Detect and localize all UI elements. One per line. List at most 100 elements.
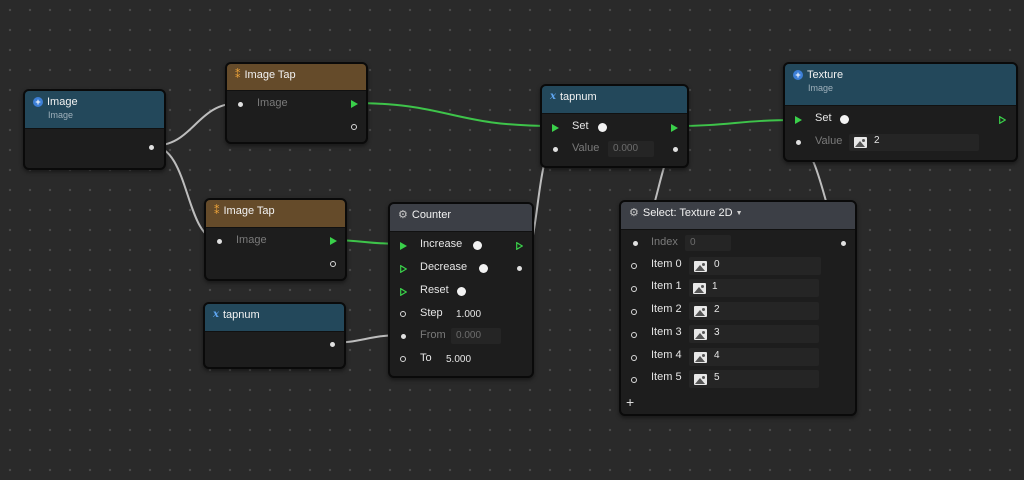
counter-step-label: Step: [420, 307, 443, 319]
tapnum-value-field[interactable]: 0.000: [608, 141, 654, 157]
select-item-2-value: 2: [714, 304, 720, 315]
select-index-field[interactable]: 0: [685, 235, 731, 251]
select-item-1-port[interactable]: [631, 286, 637, 292]
counter-value-output-port[interactable]: [517, 266, 522, 271]
select-item-0-port[interactable]: [631, 263, 637, 269]
counter-from-port[interactable]: [401, 334, 406, 339]
counter-out-exec-port[interactable]: [516, 242, 523, 250]
image-tap-1-input-label: Image: [257, 97, 288, 109]
texture-exec-output[interactable]: [999, 116, 1006, 124]
image-node[interactable]: +Image Image: [23, 89, 166, 170]
tapnum-value-label: Value: [572, 142, 600, 154]
image-tap-2-input-port[interactable]: [217, 239, 222, 244]
counter-increase-label: Increase: [420, 238, 463, 250]
counter-decrease-toggle[interactable]: [479, 264, 488, 273]
texture-value-input-port[interactable]: [796, 140, 801, 145]
tapnum-set-toggle[interactable]: [598, 123, 607, 132]
image-tap-2-title: Image Tap: [223, 205, 275, 218]
image-tap-1-input-port[interactable]: [238, 102, 243, 107]
image-tap-2-header[interactable]: ⁑Image Tap: [206, 200, 345, 228]
image-node-header[interactable]: +Image Image: [25, 91, 164, 129]
tapnum-set-label: Set: [572, 120, 589, 132]
image-icon: [694, 352, 707, 363]
counter-header[interactable]: ⚙Counter: [390, 204, 532, 232]
image-tap-node-2[interactable]: ⁑Image Tap Image: [204, 198, 347, 281]
select-item-3-label: Item 3: [651, 326, 682, 338]
select-index-label: Index: [651, 236, 678, 248]
select-output-port[interactable]: [841, 241, 846, 246]
image-icon: [694, 306, 707, 317]
counter-from-field[interactable]: 0.000: [451, 328, 501, 344]
tapnum-value-output-port[interactable]: [673, 147, 678, 152]
x-variable-icon: x: [550, 91, 556, 103]
x-variable-icon: x: [213, 309, 219, 321]
select-texture-node[interactable]: ⚙Select: Texture 2D▼ Index 0 Item 0 0 It…: [619, 200, 857, 416]
counter-increase-toggle[interactable]: [473, 241, 482, 250]
image-icon: [854, 137, 867, 148]
counter-step-port[interactable]: [400, 311, 406, 317]
select-header[interactable]: ⚙Select: Texture 2D▼: [621, 202, 855, 230]
counter-to-field[interactable]: 5.000: [446, 354, 472, 365]
add-item-button[interactable]: +: [626, 394, 635, 410]
tapnum-variable-output-port[interactable]: [330, 342, 335, 347]
tapnum-value-input-port[interactable]: [553, 147, 558, 152]
tap-icon: ⁑: [214, 204, 220, 217]
select-item-4-value: 4: [714, 350, 720, 361]
select-item-0-field[interactable]: [689, 257, 821, 275]
wire-tapnum-set-to-texture: [673, 119, 797, 127]
texture-set-toggle[interactable]: [840, 115, 849, 124]
texture-set-label: Set: [815, 112, 832, 124]
select-index-input-port[interactable]: [633, 241, 638, 246]
counter-step-field[interactable]: 1.000: [456, 309, 482, 320]
image-tap-1-header[interactable]: ⁑Image Tap: [227, 64, 366, 91]
texture-value-field[interactable]: [849, 134, 979, 151]
plus-circle-icon: +: [33, 97, 43, 108]
select-title: Select: Texture 2D: [642, 207, 733, 220]
select-item-2-field[interactable]: [689, 302, 819, 320]
counter-reset-toggle[interactable]: [457, 287, 466, 296]
select-item-5-value: 5: [714, 372, 720, 383]
image-node-output-port[interactable]: [149, 145, 154, 150]
gear-icon: ⚙: [398, 208, 408, 221]
image-node-title: Image: [47, 96, 78, 109]
select-item-4-field[interactable]: [689, 348, 819, 366]
select-item-2-port[interactable]: [631, 309, 637, 315]
select-item-5-field[interactable]: [689, 370, 819, 388]
select-item-4-port[interactable]: [631, 355, 637, 361]
image-tap-node-1[interactable]: ⁑Image Tap Image: [225, 62, 368, 144]
texture-node[interactable]: +Texture Image Set Value 2: [783, 62, 1018, 162]
tap-icon: ⁑: [235, 68, 241, 81]
chevron-down-icon[interactable]: ▼: [735, 209, 743, 217]
texture-value-label: Value: [815, 135, 843, 147]
select-item-3-field[interactable]: [689, 325, 819, 343]
texture-set-exec-input[interactable]: [795, 116, 802, 124]
counter-to-port[interactable]: [400, 356, 406, 362]
image-tap-2-exec-output[interactable]: [330, 237, 337, 245]
tapnum-set-exec-output[interactable]: [671, 124, 678, 132]
tapnum-set-exec-input[interactable]: [552, 124, 559, 132]
image-tap-1-data-output[interactable]: [351, 124, 357, 130]
select-item-3-value: 3: [714, 327, 720, 338]
counter-reset-port[interactable]: [400, 288, 407, 296]
counter-increase-port[interactable]: [400, 242, 407, 250]
texture-header[interactable]: +Texture Image: [785, 64, 1016, 106]
select-item-0-label: Item 0: [651, 258, 682, 270]
counter-reset-label: Reset: [420, 284, 449, 296]
counter-node[interactable]: ⚙Counter Increase Decrease Reset Step 1.…: [388, 202, 534, 378]
image-tap-1-exec-output[interactable]: [351, 100, 358, 108]
image-icon: [694, 374, 707, 385]
tapnum-variable-title: tapnum: [222, 309, 260, 322]
counter-decrease-port[interactable]: [400, 265, 407, 273]
select-item-1-field[interactable]: [689, 279, 819, 297]
plus-circle-icon: +: [793, 70, 803, 81]
counter-title: Counter: [411, 209, 452, 222]
counter-from-label: From: [420, 329, 446, 341]
image-tap-2-data-output[interactable]: [330, 261, 336, 267]
select-item-3-port[interactable]: [631, 332, 637, 338]
gear-icon: ⚙: [629, 206, 639, 219]
select-item-5-port[interactable]: [631, 377, 637, 383]
